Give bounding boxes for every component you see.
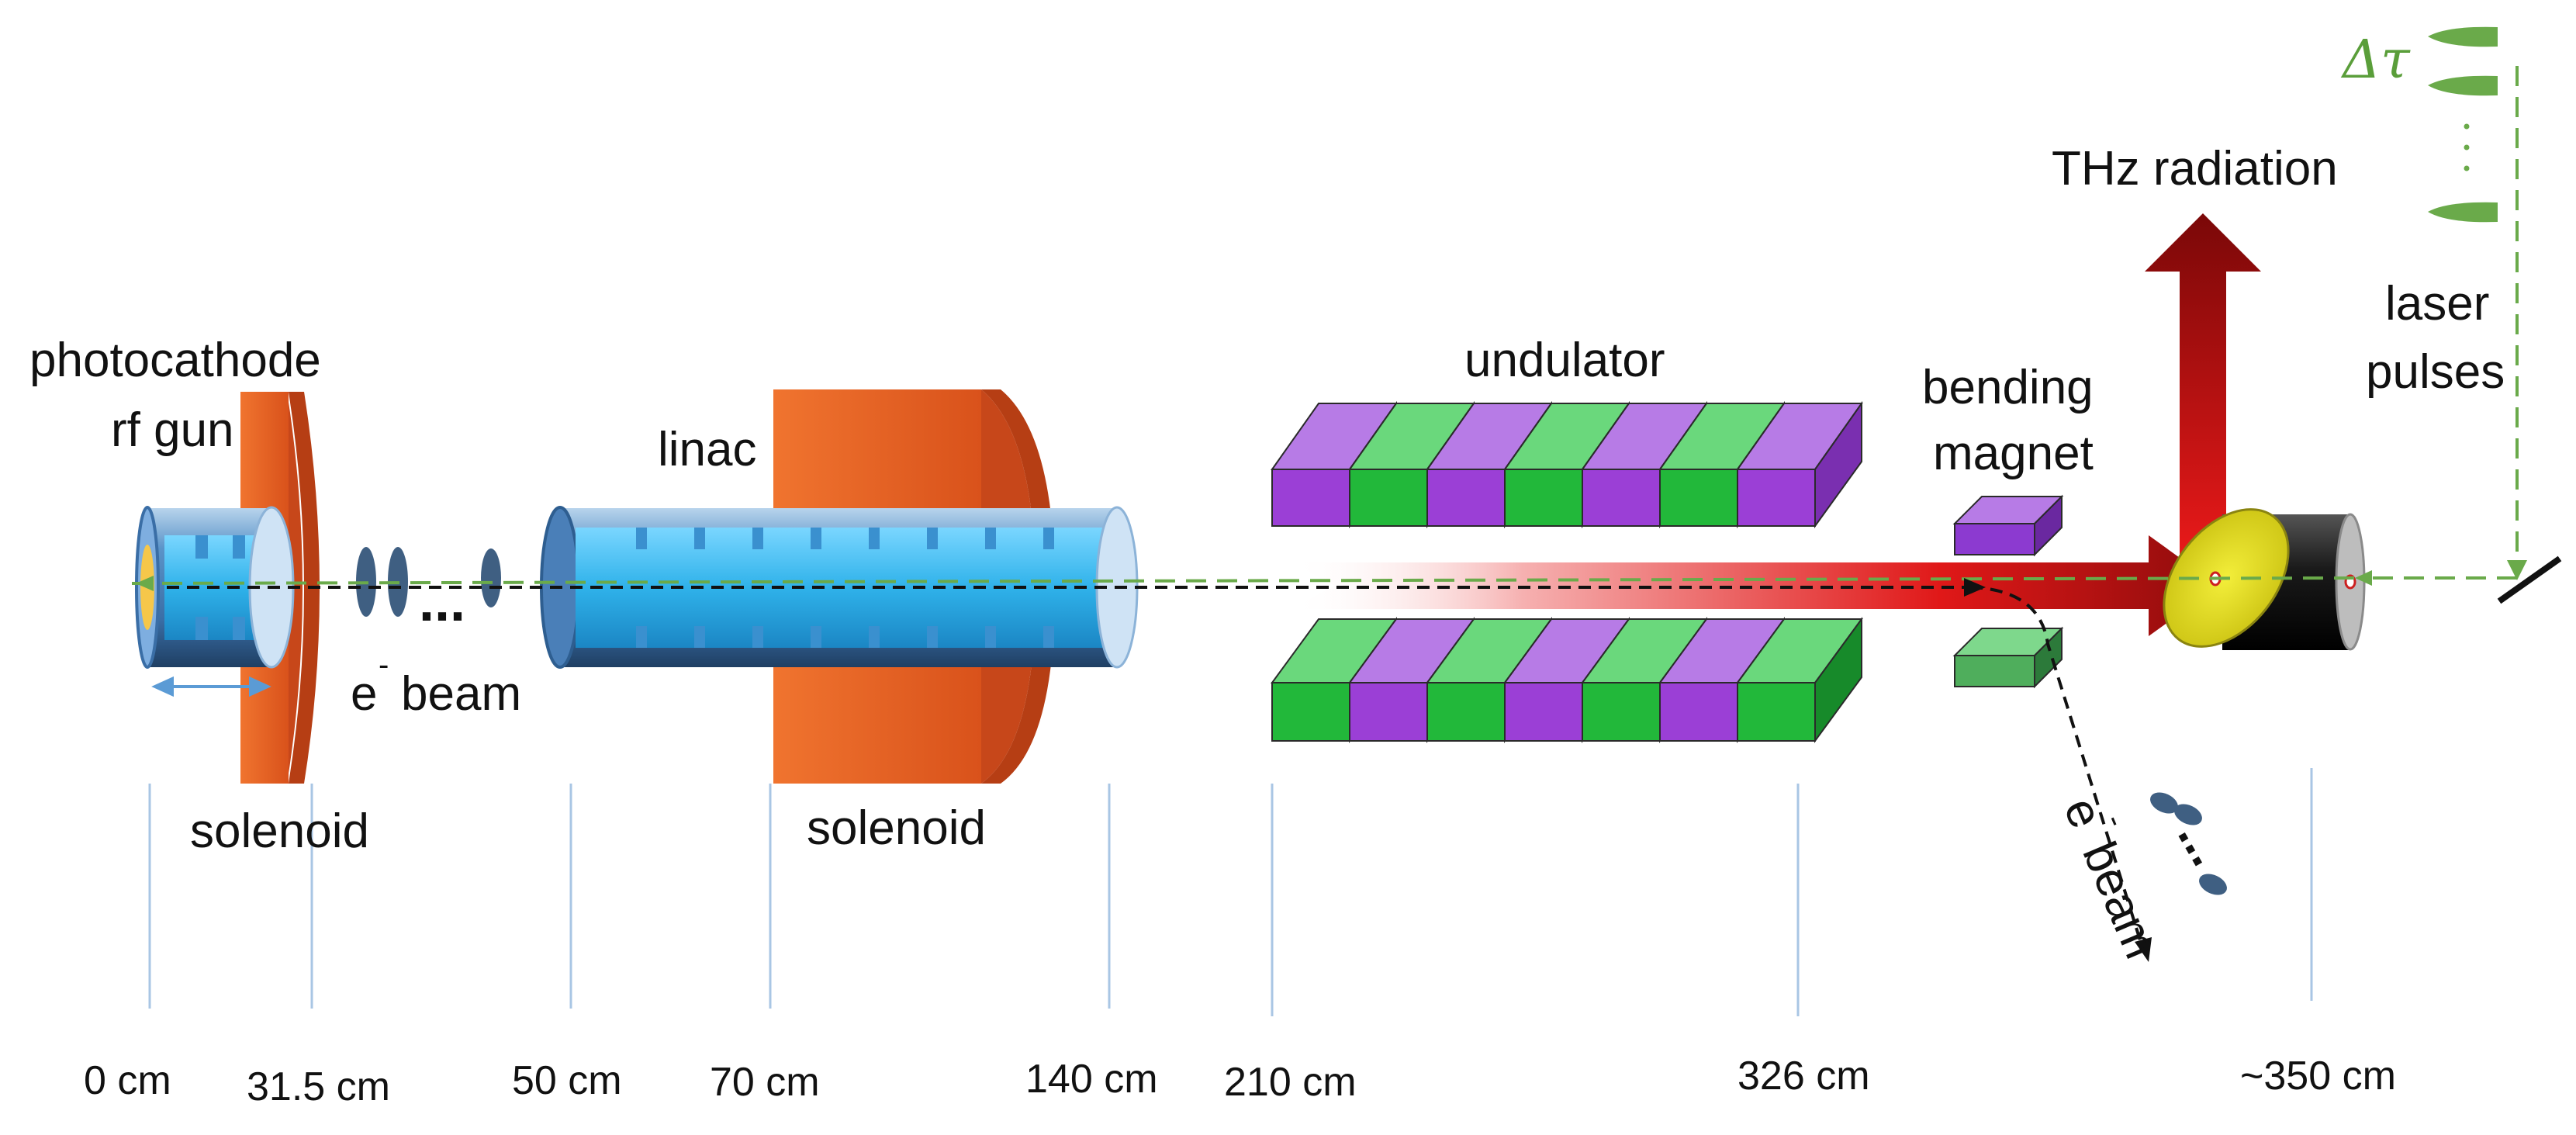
position-label: ~350 cm bbox=[2240, 1054, 2396, 1099]
label-rf-gun: rf gun bbox=[111, 403, 234, 457]
label-photocathode: photocathode bbox=[29, 334, 321, 387]
undulator-bottom-row bbox=[1271, 616, 1863, 744]
label-dots-2: ... bbox=[2167, 811, 2236, 874]
undulator-top-row bbox=[1271, 400, 1863, 529]
label-dots-1: ... bbox=[419, 571, 465, 633]
label-delta-tau: Δτ bbox=[2340, 29, 2411, 91]
label-ebeam-1-word: beam bbox=[401, 667, 521, 721]
electron-beam-path bbox=[167, 586, 2142, 943]
position-label: 140 cm bbox=[1025, 1057, 1158, 1102]
label-bending: bending bbox=[1922, 361, 2094, 414]
bending-magnet-top bbox=[1952, 494, 2064, 557]
position-label: 31.5 cm bbox=[247, 1064, 390, 1109]
undulator bbox=[1271, 400, 1863, 744]
label-undulator: undulator bbox=[1464, 334, 1665, 387]
solenoid-2 bbox=[773, 389, 1055, 784]
label-laser: laser bbox=[2385, 277, 2489, 330]
electron-bunches-2 bbox=[2150, 792, 2227, 895]
position-label: 50 cm bbox=[512, 1058, 622, 1103]
laser-path bbox=[131, 66, 2519, 585]
laser-pulses bbox=[2428, 26, 2498, 223]
electron-beam-arrowheads bbox=[1964, 578, 2152, 962]
thz-horizontal-beam bbox=[1291, 535, 2218, 636]
position-labels: 0 cm 31.5 cm 50 cm 70 cm 140 cm 210 cm 3… bbox=[84, 1054, 2396, 1109]
thz-upward-arrow bbox=[2145, 213, 2261, 574]
label-solenoid-1: solenoid bbox=[190, 805, 369, 858]
label-solenoid-2: solenoid bbox=[807, 801, 986, 855]
label-ebeam-1: e bbox=[351, 667, 377, 721]
label-pulses: pulses bbox=[2366, 345, 2505, 399]
bending-magnet-bottom bbox=[1952, 626, 2064, 689]
laser-arrowheads bbox=[136, 560, 2527, 591]
label-linac: linac bbox=[658, 423, 757, 476]
label-thz-radiation: THz radiation bbox=[2052, 142, 2338, 196]
position-label: 70 cm bbox=[710, 1060, 820, 1105]
linac bbox=[540, 389, 1139, 784]
label-ebeam-1-sup: - bbox=[379, 648, 389, 682]
label-ebeam-2-word: beam bbox=[2072, 835, 2168, 967]
laser-mirror bbox=[2497, 555, 2562, 604]
position-guides bbox=[148, 768, 2313, 1016]
position-label: 0 cm bbox=[84, 1058, 171, 1103]
bending-magnet bbox=[1952, 494, 2064, 689]
position-label: 326 cm bbox=[1738, 1054, 1870, 1099]
label-magnet: magnet bbox=[1933, 427, 2094, 480]
position-label: 210 cm bbox=[1224, 1060, 1357, 1105]
gun-double-arrow bbox=[151, 676, 271, 697]
